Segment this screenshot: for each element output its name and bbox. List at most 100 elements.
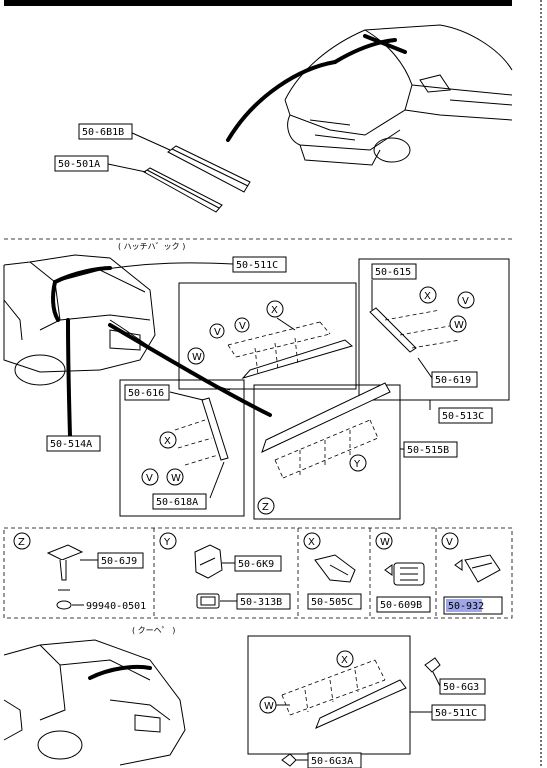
leader-616 <box>169 391 204 401</box>
car-front-illustration <box>284 24 513 166</box>
label-50-505C: 50-505C <box>307 593 362 610</box>
label-50-609B: 50-609B <box>376 596 431 613</box>
clip-6j9-illustration <box>46 544 84 610</box>
box-616-assembly <box>119 379 245 517</box>
molding-strip-lower <box>143 167 223 213</box>
label-50-511C-top: 50-511C <box>232 256 287 273</box>
symbol-z-mid <box>257 497 275 515</box>
svg-text:Z: Z <box>18 537 25 548</box>
svg-text:50-6K9: 50-6K9 <box>238 559 274 570</box>
svg-text:W: W <box>192 352 202 363</box>
label-50-616: 50-616 <box>124 384 170 401</box>
clip-6g3-illustration <box>424 657 441 673</box>
svg-text:50-511C: 50-511C <box>236 260 278 271</box>
svg-text:50-6G3A: 50-6G3A <box>311 756 353 767</box>
hatchback-note: ( ハッチハ゛ック ) <box>118 242 185 251</box>
svg-text:W: W <box>171 473 181 484</box>
leader-619 <box>417 357 433 379</box>
svg-text:Y: Y <box>353 459 361 470</box>
clip-505c-illustration <box>314 554 356 583</box>
svg-text:W: W <box>380 537 390 548</box>
symbol-x-right <box>419 286 437 304</box>
symbol-w-top <box>187 347 205 365</box>
spoiler-strip-mid <box>261 382 391 453</box>
leader-6b1b <box>129 131 171 151</box>
windshield-leader <box>226 60 337 142</box>
label-50-511C-bottom: 50-511C <box>431 704 486 721</box>
side-strip-right <box>369 307 417 353</box>
svg-text:X: X <box>424 291 431 302</box>
dashed-outline-bottom <box>281 659 386 716</box>
symbol-v-left <box>141 468 159 486</box>
svg-text:X: X <box>341 655 348 666</box>
symbol-w-left <box>166 468 184 486</box>
dashed-outline-right <box>384 309 461 349</box>
label-50-6G3A: 50-6G3A <box>307 752 362 768</box>
leader-511c-top <box>99 262 234 271</box>
svg-text:V: V <box>146 473 153 484</box>
glass-outline-left <box>51 280 60 322</box>
leader-hatch-2 <box>108 323 272 417</box>
svg-text:50-515B: 50-515B <box>407 445 449 456</box>
symbol-w-right <box>449 315 467 333</box>
symbol-z-legend <box>13 532 31 550</box>
svg-text:W: W <box>264 701 274 712</box>
fastener-legend-box <box>3 527 513 619</box>
dashed-ribs-mid <box>299 430 351 475</box>
svg-text:50-505C: 50-505C <box>311 597 353 608</box>
leader-501a <box>107 163 147 173</box>
svg-text:50-6B1B: 50-6B1B <box>82 127 124 138</box>
leader-x-top <box>276 317 296 331</box>
windshield-edge <box>333 38 397 64</box>
coupe-note: ( クーヘ゜ ) <box>132 626 175 635</box>
symbol-y-mid <box>349 454 367 472</box>
svg-text:X: X <box>164 436 171 447</box>
svg-text:50-501A: 50-501A <box>58 159 100 170</box>
car-coupe-illustration <box>3 639 186 766</box>
label-50-501A: 50-501A <box>54 155 109 172</box>
clip-313b-illustration <box>196 593 220 609</box>
symbol-v-top-1 <box>209 323 225 339</box>
svg-text:50-511C: 50-511C <box>435 708 477 719</box>
label-50-615: 50-615 <box>371 263 417 280</box>
label-50-618A: 50-618A <box>152 493 207 510</box>
label-50-313B: 50-313B <box>236 593 291 610</box>
clip-932-illustration <box>454 554 501 583</box>
label-50-6B1B: 50-6B1B <box>78 123 133 140</box>
svg-text:50-514A: 50-514A <box>50 439 92 450</box>
label-50-514A: 50-514A <box>46 435 101 452</box>
svg-text:50-6G3: 50-6G3 <box>443 682 479 693</box>
clip-609b-illustration <box>384 562 425 586</box>
label-50-6G3: 50-6G3 <box>439 678 486 695</box>
symbol-w-legend <box>375 532 393 550</box>
roof-molding <box>363 34 407 54</box>
label-50-6K9: 50-6K9 <box>234 555 282 572</box>
dashed-ribs-bottom <box>304 669 359 713</box>
label-50-515B: 50-515B <box>403 441 458 458</box>
label-50-513C: 50-513C <box>438 407 493 424</box>
spoiler-strip-bottom <box>315 679 407 729</box>
leader-618a <box>209 461 225 499</box>
svg-text:50-618A: 50-618A <box>156 497 198 508</box>
label-50-619: 50-619 <box>431 371 478 388</box>
dashed-outline-top <box>227 321 331 376</box>
symbol-v-top-2 <box>234 317 250 333</box>
svg-text:X: X <box>308 537 315 548</box>
side-strip-left <box>201 397 229 461</box>
svg-text:50-615: 50-615 <box>375 267 411 278</box>
svg-text:V: V <box>214 327 221 338</box>
symbol-x-left <box>159 431 177 449</box>
top-border <box>4 0 512 6</box>
leader-6g3 <box>432 671 441 687</box>
symbol-v-legend <box>441 532 459 550</box>
svg-text:X: X <box>271 305 278 316</box>
symbol-x-top <box>266 300 284 318</box>
svg-text:50-619: 50-619 <box>435 375 471 386</box>
svg-text:V: V <box>446 537 453 548</box>
symbol-y-legend <box>159 532 177 550</box>
dashed-outline-left <box>174 419 219 466</box>
label-99940-0501: 99940-0501 <box>86 601 146 612</box>
car-hatchback-illustration <box>3 254 156 386</box>
coupe-spoiler-edge <box>88 664 152 680</box>
